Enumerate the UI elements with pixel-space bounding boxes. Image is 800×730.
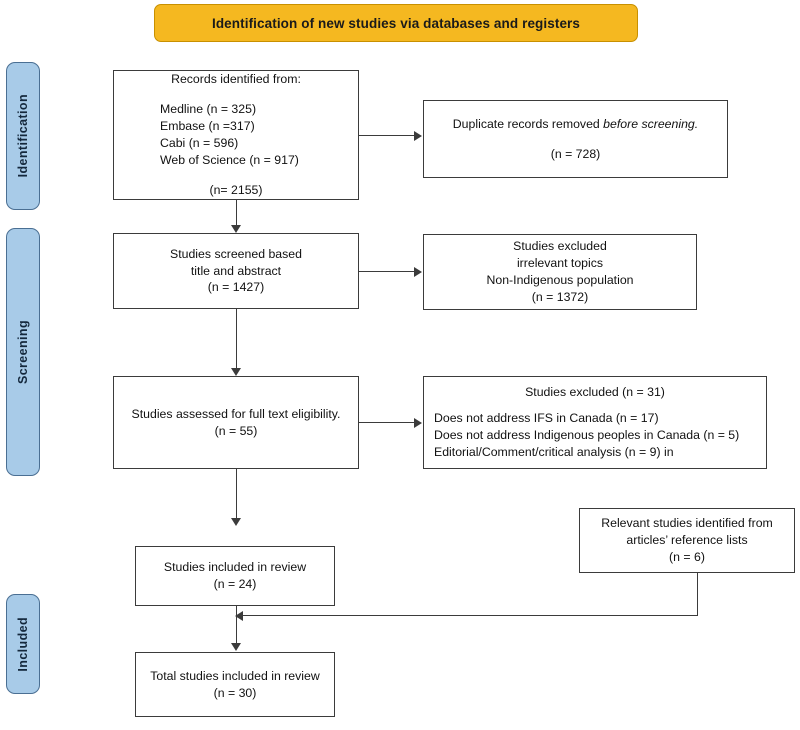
- box-total-included-review: Total studies included in review (n = 30…: [135, 652, 335, 717]
- duplicates-removed-emphasis: before screening.: [603, 116, 699, 131]
- arrowhead-records-to-screened: [231, 225, 241, 233]
- connector-fulltext-to-included: [236, 469, 238, 519]
- arrowhead-included-to-total: [231, 643, 241, 651]
- connector-fulltext-to-excluded: [359, 422, 415, 424]
- records-source-medline: Medline (n = 325): [160, 102, 257, 117]
- excluded-screening-line1: Studies excluded: [513, 239, 607, 254]
- arrowhead-records-to-duplicates: [414, 130, 422, 141]
- duplicates-removed-line: Duplicate records removed before screeni…: [424, 116, 727, 133]
- diagram-banner-title: Identification of new studies via databa…: [154, 4, 638, 42]
- box-records-identified: Records identified from: Medline (n = 32…: [113, 70, 359, 200]
- box-duplicates-removed: Duplicate records removed before screeni…: [423, 100, 728, 178]
- duplicates-removed-text: Duplicate records removed: [452, 116, 604, 131]
- studies-screened-line2: title and abstract: [190, 263, 282, 278]
- connector-reference-down: [697, 573, 699, 616]
- box-studies-included-review: Studies included in review (n = 24): [135, 546, 335, 606]
- arrowhead-screened-to-excluded: [414, 266, 422, 277]
- excluded-fulltext-reason-3: Editorial/Comment/critical analysis (n =…: [434, 444, 674, 459]
- total-included-count: (n = 30): [213, 685, 257, 700]
- excluded-fulltext-reason-1: Does not address IFS in Canada (n = 17): [434, 411, 659, 426]
- excluded-fulltext-heading: Studies excluded (n = 31): [525, 385, 665, 400]
- connector-records-to-screened: [236, 200, 238, 227]
- excluded-screening-line2: irrelevant topics: [516, 256, 604, 271]
- reference-list-count: (n = 6): [669, 549, 705, 564]
- included-review-count: (n = 24): [213, 577, 257, 591]
- box-fulltext-assessed: Studies assessed for full text eligibili…: [113, 376, 359, 469]
- arrowhead-fulltext-to-excluded: [414, 417, 422, 428]
- connector-records-to-duplicates: [359, 135, 415, 137]
- stage-label-screening: Screening: [6, 228, 40, 476]
- arrowhead-screened-to-fulltext: [231, 368, 241, 376]
- stage-label-screening-text: Screening: [16, 319, 30, 385]
- excluded-screening-count: (n = 1372): [531, 289, 589, 304]
- box-studies-excluded-screening: Studies excluded irrelevant topics Non-I…: [423, 234, 697, 310]
- banner-text: Identification of new studies via databa…: [211, 15, 581, 31]
- reference-list-line1: Relevant studies identified from: [601, 516, 773, 531]
- stage-label-included-text: Included: [16, 616, 30, 672]
- box-reference-list-studies: Relevant studies identified from article…: [579, 508, 795, 573]
- records-source-web-of-science: Web of Science (n = 917): [160, 152, 299, 167]
- arrowhead-fulltext-to-included: [231, 518, 241, 526]
- connector-included-to-total: [236, 606, 238, 645]
- box-studies-screened: Studies screened based title and abstrac…: [113, 233, 359, 309]
- fulltext-assessed-count: (n = 55): [214, 423, 258, 438]
- connector-screened-to-fulltext: [236, 309, 238, 370]
- fulltext-assessed-line1: Studies assessed for full text eligibili…: [131, 406, 341, 421]
- records-identified-total: (n= 2155): [209, 182, 263, 197]
- records-source-embase: Embase (n =317): [160, 119, 255, 134]
- stage-label-identification-text: Identification: [16, 94, 30, 178]
- excluded-screening-line3: Non-Indigenous population: [486, 273, 634, 287]
- reference-list-line2: articles’ reference lists: [626, 533, 748, 548]
- studies-screened-count: (n = 1427): [207, 280, 265, 295]
- connector-reference-left: [243, 615, 698, 617]
- included-review-line1: Studies included in review: [163, 560, 307, 575]
- records-identified-heading: Records identified from:: [171, 72, 301, 87]
- stage-label-included: Included: [6, 594, 40, 694]
- total-included-line1: Total studies included in review: [150, 668, 320, 683]
- records-source-cabi: Cabi (n = 596): [160, 136, 239, 150]
- box-studies-excluded-fulltext: Studies excluded (n = 31) Does not addre…: [423, 376, 767, 469]
- duplicates-removed-count: (n = 728): [550, 146, 601, 161]
- excluded-fulltext-reason-2: Does not address Indigenous peoples in C…: [434, 428, 740, 442]
- studies-screened-line1: Studies screened based: [170, 246, 302, 261]
- stage-label-identification: Identification: [6, 62, 40, 210]
- connector-screened-to-excluded: [359, 271, 415, 273]
- arrowhead-reference-merge: [235, 610, 243, 621]
